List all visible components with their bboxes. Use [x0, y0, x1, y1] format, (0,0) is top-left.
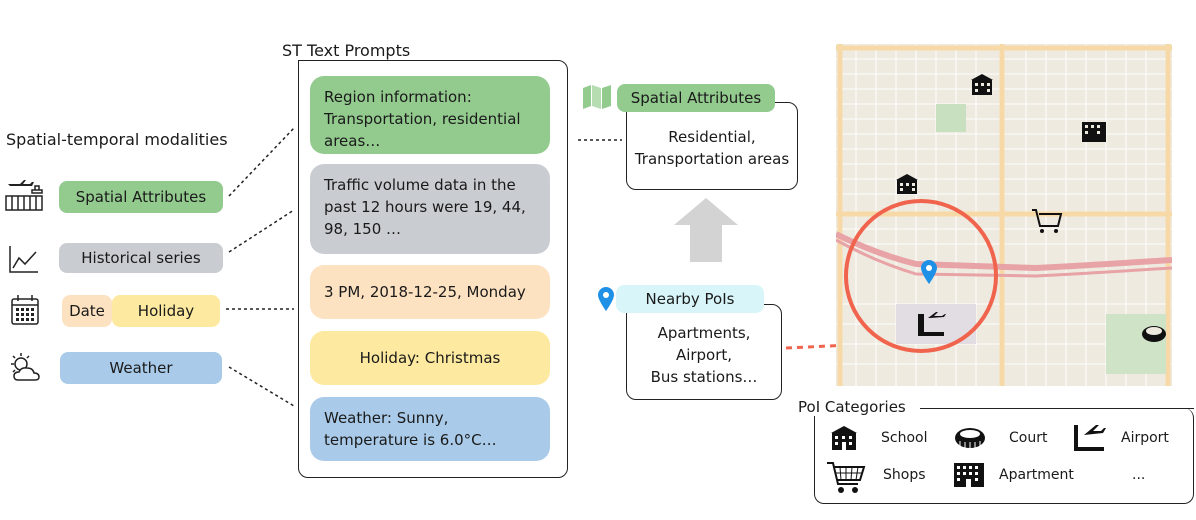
legend-top-border: [920, 408, 1194, 409]
date-pill: Date: [62, 295, 112, 327]
shopping-cart-icon: [826, 460, 866, 498]
traffic-prompt: Traffic volume data in the past 12 hours…: [310, 164, 550, 254]
nearby-pois-text: Apartments, Airport, Bus stations…: [650, 324, 758, 386]
calendar-icon: [10, 294, 40, 330]
weather-icon: [8, 352, 42, 388]
apartment-icon: [953, 462, 985, 492]
legend-court: Court: [1009, 430, 1048, 446]
nearby-radius-circle: [844, 199, 998, 353]
spatial-attributes-box: [626, 102, 798, 190]
legend-more: ...: [1132, 467, 1146, 483]
st-text-prompts-title: ST Text Prompts: [282, 41, 411, 60]
airport-icon: [1072, 421, 1106, 457]
legend-school: School: [881, 430, 928, 446]
historical-series-pill: Historical series: [59, 243, 223, 273]
city-map: [836, 44, 1172, 386]
location-pin-icon: [597, 286, 615, 316]
spatial-attributes-pill: Spatial Attributes: [59, 181, 223, 213]
weather-prompt: Weather: Sunny, temperature is 6.0°C…: [310, 397, 550, 461]
up-arrow: [674, 198, 738, 262]
spatial-attributes-text: Residential, Transportation areas: [634, 128, 790, 168]
connector-spatial: [228, 127, 295, 197]
connector-weather: [228, 366, 295, 407]
time-prompt: 3 PM, 2018-12-25, Monday: [310, 265, 550, 319]
school-icon: [830, 425, 858, 455]
poi-categories-title: PoI Categories: [798, 398, 910, 416]
legend-shops: Shops: [883, 467, 926, 483]
spatial-attributes-label: Spatial Attributes: [617, 84, 775, 112]
legend-airport: Airport: [1121, 430, 1169, 446]
poi-legend-box: [814, 408, 1194, 504]
legend-apartment: Apartment: [999, 467, 1074, 483]
airport-terminal-icon: [4, 178, 44, 218]
target-location-pin: [921, 260, 937, 284]
line-chart-icon: [8, 244, 40, 278]
modalities-title: Spatial-temporal modalities: [6, 130, 228, 149]
connector-historical: [228, 209, 295, 253]
nearby-pois-box: [626, 304, 782, 400]
court-icon: [954, 427, 986, 453]
holiday-prompt: Holiday: Christmas: [310, 331, 550, 385]
region-prompt: Region information: Transportation, resi…: [310, 76, 550, 154]
nearby-pois-label: Nearby PoIs: [616, 285, 764, 313]
holiday-pill: Holiday: [112, 295, 220, 327]
weather-pill: Weather: [60, 352, 222, 384]
map-icon: [582, 84, 612, 114]
